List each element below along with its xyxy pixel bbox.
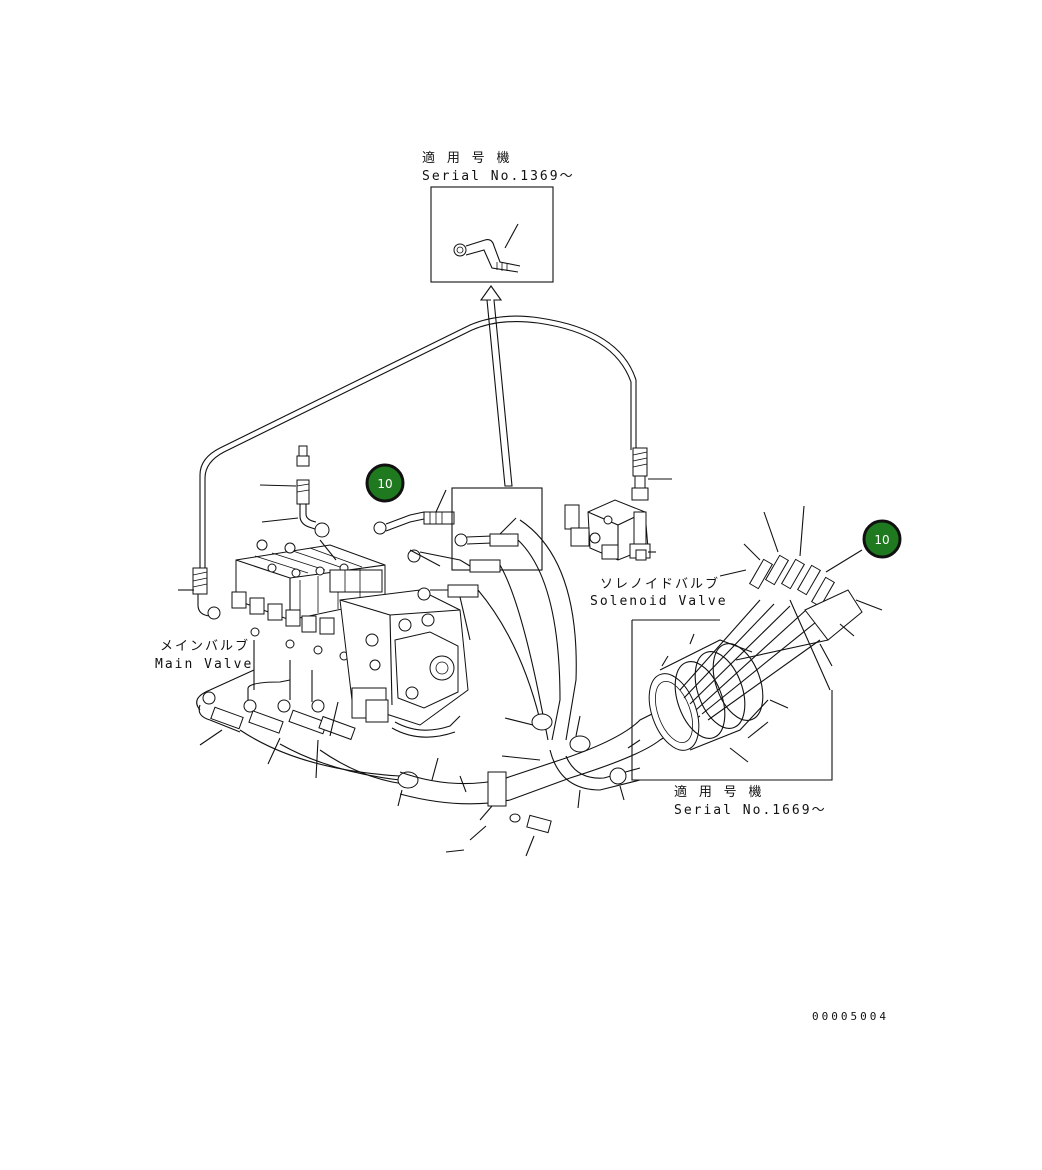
lower-serial-number: Serial No.1669～: [674, 803, 827, 818]
hose-fitting-right: [631, 447, 672, 501]
long-hose-arc: [199, 315, 637, 570]
lower-serial-title: 適 用 号 機: [674, 784, 763, 800]
part-badge-left[interactable]: 10: [365, 463, 405, 503]
solenoid-label-en: Solenoid Valve: [590, 594, 728, 609]
elbow-fitting-part: [453, 223, 521, 273]
middle-hose-cluster: [407, 487, 577, 741]
upper-inset: 適 用 号 機 Serial No.1369～: [422, 150, 575, 283]
drawing-number: 00005004: [812, 1010, 889, 1023]
solenoid-label-jp: ソレノイドバルブ: [600, 576, 720, 592]
hose-fitting-left: [178, 567, 221, 620]
hose-fitting-vertical: [259, 445, 337, 561]
main-valve-label-jp: メインバルブ: [160, 638, 250, 654]
main-valve-label-en: Main Valve: [155, 657, 253, 672]
upper-serial-title: 適 用 号 機: [422, 150, 511, 166]
part-badge-right-label: 10: [874, 533, 889, 547]
detail-arrow: [479, 285, 513, 487]
solenoid-valve-assembly: [564, 499, 656, 561]
upper-inset-frame: [430, 186, 554, 283]
part-badge-right[interactable]: 10: [862, 519, 902, 559]
hose-fitting-badge-left: [373, 489, 455, 535]
lower-inset: 適 用 号 機 Serial No.1669～: [631, 505, 883, 818]
upper-serial-number: Serial No.1369～: [422, 169, 575, 184]
main-valve-assembly: [231, 539, 469, 738]
lower-hose-bundle: [196, 640, 701, 857]
part-badge-left-label: 10: [377, 477, 392, 491]
